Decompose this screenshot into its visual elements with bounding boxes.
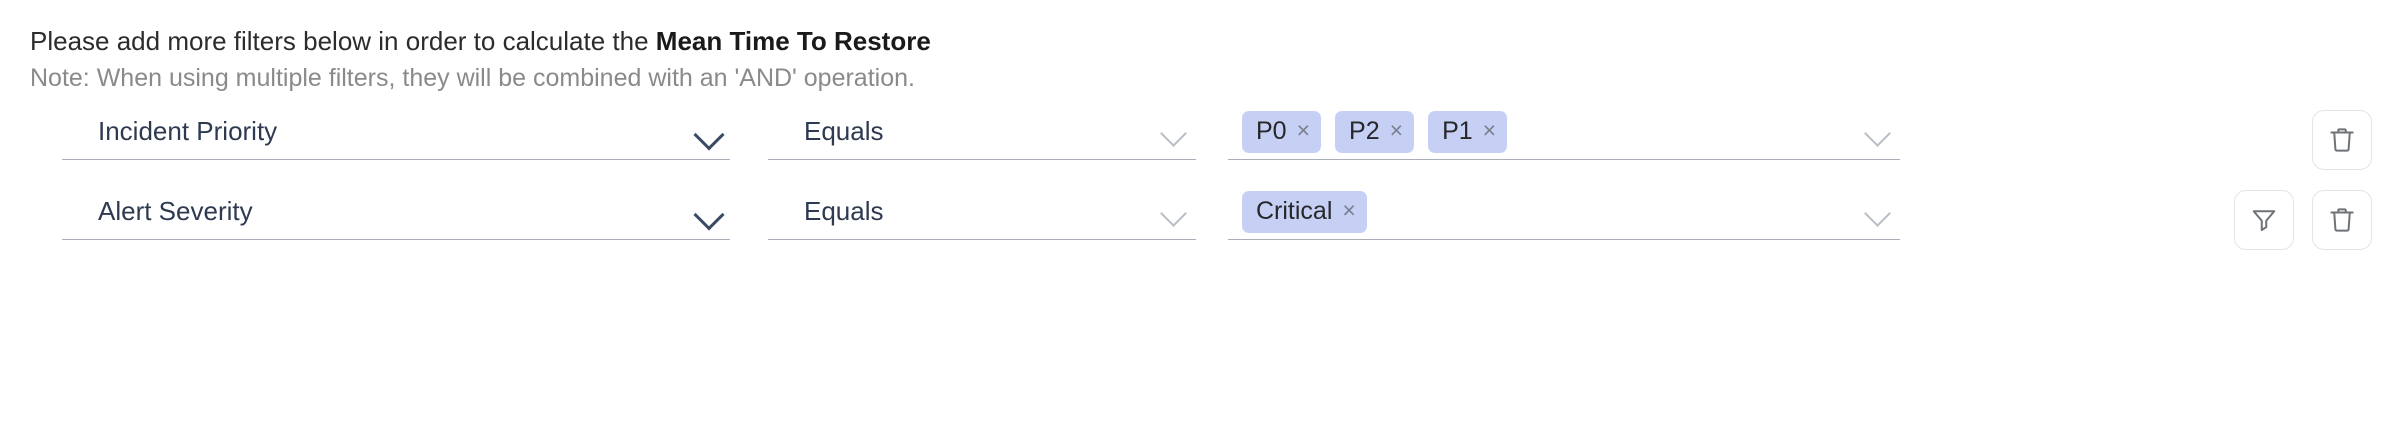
chip-label: P0 — [1256, 117, 1287, 145]
filter-combination-note: Note: When using multiple filters, they … — [30, 64, 915, 92]
trash-icon — [2330, 128, 2354, 152]
filter-field-value: Incident Priority — [98, 116, 278, 146]
instruction-metric-name: Mean Time To Restore — [655, 26, 931, 56]
chevron-down-icon[interactable] — [692, 195, 726, 229]
add-filter-button[interactable] — [2234, 190, 2294, 250]
filter-operator-value: Equals — [804, 196, 884, 226]
filter-field-select[interactable]: Incident Priority — [62, 104, 730, 160]
filter-row: Alert Severity Equals Critical × — [0, 184, 2408, 264]
chevron-down-icon[interactable] — [1158, 195, 1192, 229]
funnel-icon — [2252, 210, 2276, 231]
filter-rows-container: Incident Priority Equals P0 × P2 × — [0, 104, 2408, 264]
delete-filter-button[interactable] — [2312, 190, 2372, 250]
chevron-down-icon[interactable] — [1862, 195, 1896, 229]
filter-value-chips: Critical × — [1242, 190, 1862, 233]
filter-row-actions — [2234, 190, 2372, 250]
chip-label: P1 — [1442, 117, 1473, 145]
close-icon[interactable]: × — [1482, 117, 1497, 143]
filter-operator-value: Equals — [804, 116, 884, 146]
filter-values-multiselect[interactable]: Critical × — [1228, 184, 1900, 240]
chevron-down-icon[interactable] — [1862, 115, 1896, 149]
chip-label: Critical — [1256, 197, 1333, 225]
filter-value-chip[interactable]: P2 × — [1335, 110, 1415, 153]
delete-filter-button[interactable] — [2312, 110, 2372, 170]
filter-value-chip[interactable]: Critical × — [1242, 190, 1367, 233]
filter-field-value: Alert Severity — [98, 196, 253, 226]
close-icon[interactable]: × — [1296, 117, 1311, 143]
chevron-down-icon[interactable] — [692, 115, 726, 149]
filter-row-actions — [2312, 110, 2372, 170]
filter-value-chip[interactable]: P1 × — [1428, 110, 1508, 153]
page-instruction: Please add more filters below in order t… — [30, 24, 931, 58]
filter-field-select[interactable]: Alert Severity — [62, 184, 730, 240]
close-icon[interactable]: × — [1342, 197, 1356, 223]
trash-icon — [2330, 208, 2354, 232]
filter-value-chip[interactable]: P0 × — [1242, 110, 1322, 153]
chip-label: P2 — [1349, 117, 1380, 145]
chevron-down-icon[interactable] — [1158, 115, 1192, 149]
close-icon[interactable]: × — [1389, 117, 1404, 143]
filter-operator-select[interactable]: Equals — [768, 184, 1196, 240]
filter-value-chips: P0 × P2 × P1 × — [1242, 110, 1862, 153]
instruction-prefix: Please add more filters below in order t… — [30, 26, 656, 56]
filter-operator-select[interactable]: Equals — [768, 104, 1196, 160]
filter-row: Incident Priority Equals P0 × P2 × — [0, 104, 2408, 184]
filter-values-multiselect[interactable]: P0 × P2 × P1 × — [1228, 104, 1900, 160]
